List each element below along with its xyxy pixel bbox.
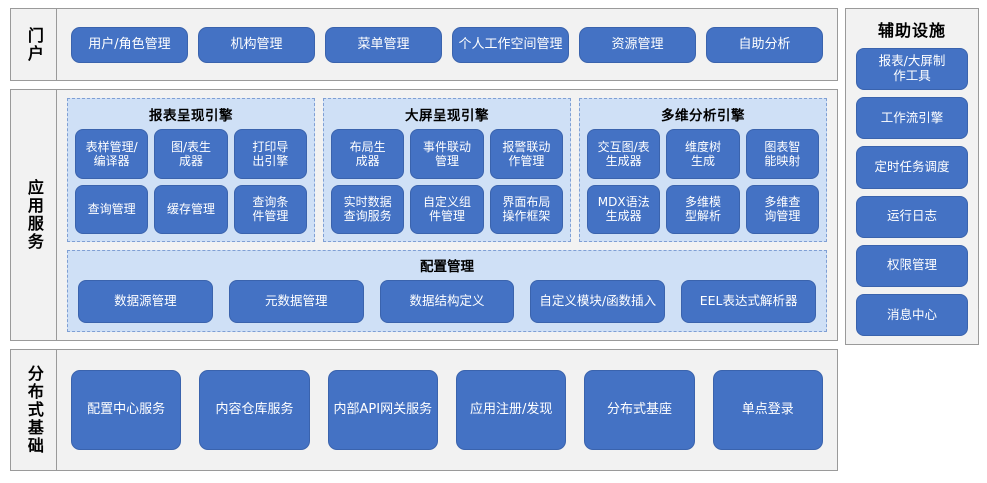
portal-item-org-management[interactable]: 机构管理 bbox=[198, 26, 315, 63]
engine-item-dimension-tree-generation[interactable]: 维度树 生成 bbox=[666, 129, 740, 179]
config-management-items: 数据源管理 元数据管理 数据结构定义 自定义模块/函数插入 EEL表达式解析器 bbox=[78, 280, 816, 323]
base-item-content-repository-service[interactable]: 内容仓库服务 bbox=[199, 370, 310, 450]
config-item-data-structure-definition[interactable]: 数据结构定义 bbox=[379, 280, 515, 323]
engine-item-query-management[interactable]: 查询管理 bbox=[75, 184, 149, 234]
portal-items: 用户/角色管理 机构管理 菜单管理 个人工作空间管理 资源管理 自助分析 bbox=[57, 9, 837, 80]
app-services-body: 报表呈现引擎 表样管理/ 编译器 图/表生 成器 打印导 出引擎 查询管理 缓存… bbox=[57, 90, 837, 340]
aux-item-report-bigscreen-authoring-tool[interactable]: 报表/大屏制 作工具 bbox=[856, 48, 968, 91]
engine-item-cache-management[interactable]: 缓存管理 bbox=[154, 184, 228, 234]
engine-item-mdx-syntax-generator[interactable]: MDX语法 生成器 bbox=[587, 184, 661, 234]
engine-report-rendering-items: 表样管理/ 编译器 图/表生 成器 打印导 出引擎 查询管理 缓存管理 查询条 … bbox=[75, 129, 307, 234]
app-services-band: 应用服务 报表呈现引擎 表样管理/ 编译器 图/表生 成器 打印导 出引擎 查询… bbox=[10, 89, 838, 341]
portal-item-resource-management[interactable]: 资源管理 bbox=[579, 26, 696, 63]
aux-item-message-center[interactable]: 消息中心 bbox=[856, 293, 968, 337]
base-item-config-center-service[interactable]: 配置中心服务 bbox=[71, 370, 182, 450]
config-item-metadata-management[interactable]: 元数据管理 bbox=[228, 280, 364, 323]
engine-row: 报表呈现引擎 表样管理/ 编译器 图/表生 成器 打印导 出引擎 查询管理 缓存… bbox=[67, 98, 827, 242]
base-item-internal-api-gateway-service[interactable]: 内部API网关服务 bbox=[327, 370, 438, 450]
portal-item-personal-workspace-management[interactable]: 个人工作空间管理 bbox=[452, 26, 569, 63]
engine-item-realtime-data-query-service[interactable]: 实时数据 查询服务 bbox=[331, 184, 405, 234]
aux-item-runtime-log[interactable]: 运行日志 bbox=[856, 195, 968, 238]
engine-report-rendering: 报表呈现引擎 表样管理/ 编译器 图/表生 成器 打印导 出引擎 查询管理 缓存… bbox=[67, 98, 315, 242]
engine-item-event-linkage-management[interactable]: 事件联动 管理 bbox=[410, 129, 484, 179]
main-column: 门户 用户/角色管理 机构管理 菜单管理 个人工作空间管理 资源管理 自助分析 … bbox=[10, 8, 838, 475]
portal-band: 门户 用户/角色管理 机构管理 菜单管理 个人工作空间管理 资源管理 自助分析 bbox=[10, 8, 838, 81]
app-services-band-label: 应用服务 bbox=[11, 90, 57, 340]
engine-item-query-condition-management[interactable]: 查询条 件管理 bbox=[233, 184, 307, 234]
engine-multidimensional-analysis-title: 多维分析引擎 bbox=[661, 108, 745, 124]
distributed-base-items: 配置中心服务 内容仓库服务 内部API网关服务 应用注册/发现 分布式基座 单点… bbox=[57, 350, 837, 470]
engine-item-chart-table-generator[interactable]: 图/表生 成器 bbox=[154, 129, 228, 179]
portal-item-menu-management[interactable]: 菜单管理 bbox=[325, 26, 442, 63]
base-item-distributed-foundation[interactable]: 分布式基座 bbox=[584, 370, 695, 450]
engine-multidimensional-analysis: 多维分析引擎 交互图/表 生成器 维度树 生成 图表智 能映射 MDX语法 生成… bbox=[579, 98, 827, 242]
engine-bigscreen-rendering-items: 布局生 成器 事件联动 管理 报警联动 作管理 实时数据 查询服务 自定义组 件… bbox=[331, 129, 563, 234]
config-item-eel-expression-parser[interactable]: EEL表达式解析器 bbox=[681, 280, 816, 323]
engine-item-multidimensional-model-parsing[interactable]: 多维模 型解析 bbox=[666, 184, 740, 234]
engine-report-rendering-title: 报表呈现引擎 bbox=[149, 108, 233, 124]
config-management-title: 配置管理 bbox=[420, 259, 474, 275]
portal-band-label-text: 门户 bbox=[24, 26, 44, 63]
distributed-base-band-label-text: 分布式基础 bbox=[24, 365, 44, 455]
portal-band-label: 门户 bbox=[11, 9, 57, 80]
engine-bigscreen-rendering-title: 大屏呈现引擎 bbox=[405, 108, 489, 124]
auxiliary-facilities-items: 报表/大屏制 作工具 工作流引擎 定时任务调度 运行日志 权限管理 消息中心 bbox=[856, 48, 968, 337]
engine-item-layout-generator[interactable]: 布局生 成器 bbox=[331, 129, 405, 179]
aux-item-scheduled-task-scheduling[interactable]: 定时任务调度 bbox=[856, 146, 968, 189]
engine-item-ui-layout-operation-framework[interactable]: 界面布局 操作框架 bbox=[489, 184, 563, 234]
engine-multidimensional-analysis-items: 交互图/表 生成器 维度树 生成 图表智 能映射 MDX语法 生成器 多维模 型… bbox=[587, 129, 819, 234]
engine-item-multidimensional-query-management[interactable]: 多维查 询管理 bbox=[745, 184, 819, 234]
aux-item-workflow-engine[interactable]: 工作流引擎 bbox=[856, 97, 968, 140]
distributed-base-band: 分布式基础 配置中心服务 内容仓库服务 内部API网关服务 应用注册/发现 分布… bbox=[10, 349, 838, 471]
engine-item-print-export-engine[interactable]: 打印导 出引擎 bbox=[233, 129, 307, 179]
portal-item-self-service-analysis[interactable]: 自助分析 bbox=[706, 26, 823, 63]
auxiliary-facilities-panel: 辅助设施 报表/大屏制 作工具 工作流引擎 定时任务调度 运行日志 权限管理 消… bbox=[845, 8, 979, 345]
config-management-panel: 配置管理 数据源管理 元数据管理 数据结构定义 自定义模块/函数插入 EEL表达… bbox=[67, 250, 827, 332]
engine-item-chart-smart-mapping[interactable]: 图表智 能映射 bbox=[745, 129, 819, 179]
engine-bigscreen-rendering: 大屏呈现引擎 布局生 成器 事件联动 管理 报警联动 作管理 实时数据 查询服务… bbox=[323, 98, 571, 242]
aux-item-permission-management[interactable]: 权限管理 bbox=[856, 244, 968, 287]
engine-item-interactive-chart-table-generator[interactable]: 交互图/表 生成器 bbox=[587, 129, 661, 179]
engine-item-template-management-compiler[interactable]: 表样管理/ 编译器 bbox=[75, 129, 149, 179]
base-item-app-registration-discovery[interactable]: 应用注册/发现 bbox=[455, 370, 567, 450]
auxiliary-facilities-title: 辅助设施 bbox=[877, 21, 946, 40]
base-item-single-sign-on[interactable]: 单点登录 bbox=[712, 370, 823, 450]
config-item-datasource-management[interactable]: 数据源管理 bbox=[78, 280, 213, 323]
app-services-band-label-text: 应用服务 bbox=[24, 179, 44, 251]
config-item-custom-module-function-insertion[interactable]: 自定义模块/函数插入 bbox=[530, 280, 666, 323]
portal-item-user-role-management[interactable]: 用户/角色管理 bbox=[71, 26, 188, 63]
engine-item-alarm-linkage-action-management[interactable]: 报警联动 作管理 bbox=[489, 129, 563, 179]
engine-item-custom-component-management[interactable]: 自定义组 件管理 bbox=[410, 184, 484, 234]
distributed-base-band-label: 分布式基础 bbox=[11, 350, 57, 470]
